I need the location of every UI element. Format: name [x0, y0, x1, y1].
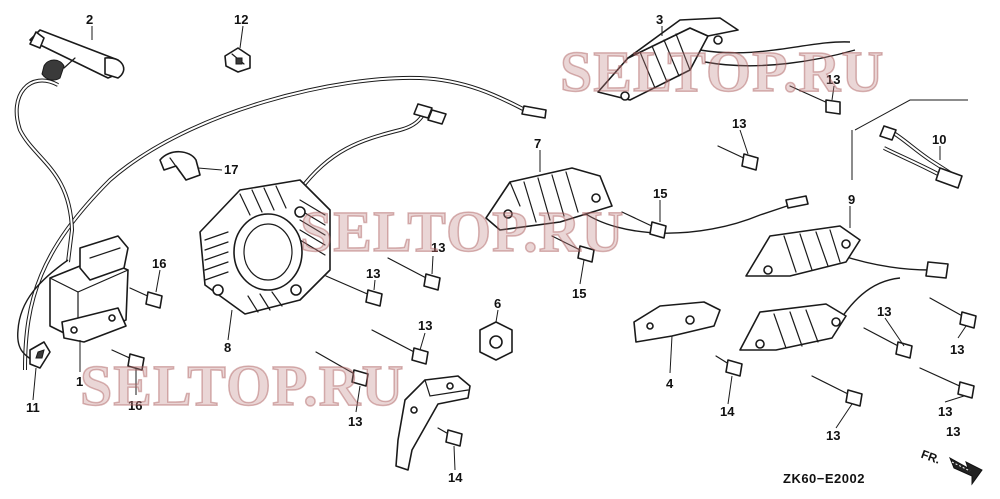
bolt-part-13[interactable] — [325, 275, 383, 307]
callout-13: 13 — [348, 414, 362, 429]
front-direction-arrow-icon — [949, 456, 983, 486]
callout-1: 1 — [76, 374, 83, 389]
callout-14: 14 — [448, 470, 463, 485]
callout-13: 13 — [950, 342, 964, 357]
wire-clip-part-12[interactable] — [224, 47, 251, 73]
callout-7: 7 — [534, 136, 541, 151]
bolt-part-15[interactable] — [551, 235, 595, 263]
ground-terminal-part-11[interactable] — [29, 341, 51, 369]
callout-15: 15 — [572, 286, 586, 301]
callout-13: 13 — [366, 266, 380, 281]
bolt-part-13[interactable] — [371, 329, 429, 365]
bolt-part-16[interactable] — [111, 349, 145, 371]
bolt-part-13[interactable] — [315, 351, 369, 387]
callout-17: 17 — [224, 162, 238, 177]
bolt-part-13[interactable] — [863, 327, 913, 359]
callout-16: 16 — [152, 256, 166, 271]
diagram-code: ZK60−E2002 — [783, 471, 865, 486]
clamp-part-17[interactable] — [159, 150, 201, 181]
bolt-part-13[interactable] — [387, 257, 441, 291]
bolt-part-14[interactable] — [437, 427, 463, 447]
callout-13: 13 — [732, 116, 746, 131]
bolt-part-13[interactable] — [811, 375, 863, 407]
leader-lines — [32, 25, 968, 471]
grommet-part-6[interactable] — [479, 321, 513, 361]
stator-part-8[interactable] — [199, 179, 331, 315]
callout-3: 3 — [656, 12, 663, 27]
callout-15: 15 — [653, 186, 667, 201]
callout-13: 13 — [826, 428, 840, 443]
callout-10: 10 — [932, 132, 946, 147]
wiring — [14, 41, 949, 371]
callout-13: 13 — [418, 318, 432, 333]
callout-13: 13 — [877, 304, 891, 319]
callout-13: 13 — [938, 404, 952, 419]
bolts — [111, 85, 977, 447]
charge-coil-part-7[interactable] — [485, 167, 613, 231]
bolt-part-13[interactable] — [929, 297, 977, 329]
callout-9: 9 — [848, 192, 855, 207]
callout-13: 13 — [946, 424, 960, 439]
bolt-part-13[interactable] — [919, 367, 975, 399]
bracket-part-5[interactable] — [395, 375, 471, 471]
callout-13: 13 — [431, 240, 445, 255]
bolt-part-16[interactable] — [129, 287, 163, 309]
plate-part-4[interactable] — [633, 301, 721, 343]
wire-harness-part-10[interactable] — [879, 125, 963, 189]
callout-2: 2 — [86, 12, 93, 27]
callout-6: 6 — [494, 296, 501, 311]
callout-16: 16 — [128, 398, 142, 413]
bolt-part-13[interactable] — [717, 145, 759, 171]
spark-plug-cap-part-2[interactable] — [29, 29, 125, 81]
callout-14: 14 — [720, 404, 735, 419]
callout-12: 12 — [234, 12, 248, 27]
charge-coil-part-3[interactable] — [597, 17, 739, 101]
callout-4: 4 — [666, 376, 674, 391]
callout-11: 11 — [26, 400, 40, 415]
ignition-coil-part-1[interactable] — [49, 235, 129, 343]
bolt-part-14[interactable] — [715, 355, 743, 377]
callout-8: 8 — [224, 340, 231, 355]
bolt-part-13[interactable] — [789, 85, 841, 115]
callout-numbers: 2 12 3 13 13 10 17 7 15 13 9 16 13 15 13… — [26, 12, 964, 485]
charge-coil-part-9[interactable] — [739, 225, 861, 351]
callout-13: 13 — [826, 72, 840, 87]
bolt-part-15[interactable] — [621, 211, 667, 239]
